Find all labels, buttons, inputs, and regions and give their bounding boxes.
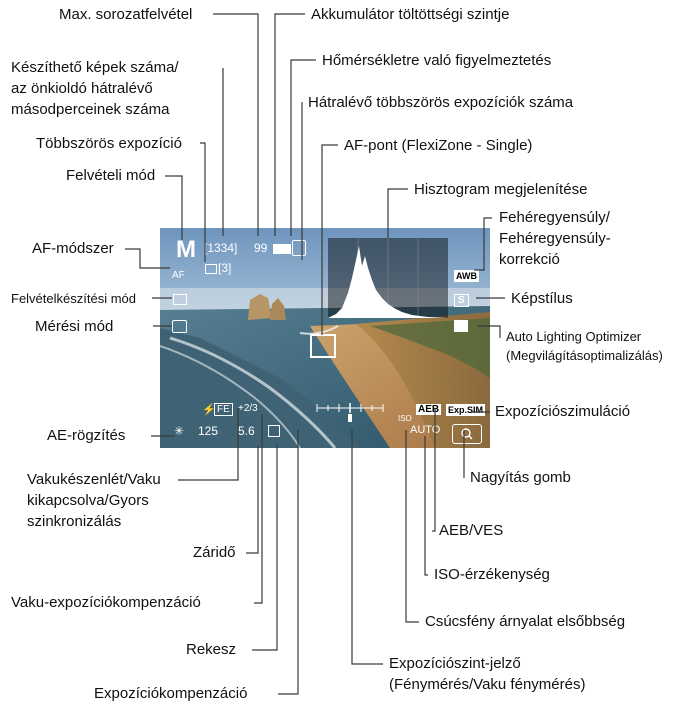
max-burst-value: 99 bbox=[254, 241, 268, 255]
drive-mode-icon bbox=[173, 294, 187, 305]
multi-exposure-remaining: [3] bbox=[218, 261, 232, 275]
label-magnify: Nagyítás gomb bbox=[470, 469, 571, 486]
label-exp-comp: Expozíciókompenzáció bbox=[94, 685, 248, 702]
aperture-value: 5.6 bbox=[238, 424, 255, 438]
label-aeb: AEB/VES bbox=[439, 522, 504, 539]
label-temp-warning: Hőmérsékletre való figyelmeztetés bbox=[322, 52, 552, 69]
white-balance-icon: AWB bbox=[454, 270, 479, 282]
magnify-icon bbox=[461, 428, 473, 440]
label-af-point: AF-pont (FlexiZone - Single) bbox=[344, 137, 533, 154]
label-flash-1: Vakukészenlét/Vaku bbox=[27, 471, 161, 488]
label-histogram: Hisztogram megjelenítése bbox=[414, 181, 588, 198]
label-multi-remaining: Hátralévő többszörös expozíciók száma bbox=[308, 94, 574, 111]
label-shutter: Záridő bbox=[193, 544, 236, 561]
af-method-icon: AF bbox=[172, 270, 185, 281]
af-point-frame bbox=[310, 334, 336, 358]
label-alo-2: (Megvilágításoptimalizálás) bbox=[506, 348, 663, 363]
metering-mode-icon bbox=[172, 320, 187, 333]
label-battery: Akkumulátor töltöttségi szintje bbox=[311, 6, 510, 23]
shots-remaining: [1334] bbox=[204, 241, 238, 255]
label-flash-comp: Vaku-expozíciókompenzáció bbox=[11, 594, 201, 611]
label-shooting-mode: Felvételi mód bbox=[66, 167, 156, 184]
label-aperture: Rekesz bbox=[186, 641, 237, 658]
battery-icon bbox=[273, 244, 291, 254]
shutter-speed-value: 125 bbox=[198, 424, 219, 438]
ae-lock-icon: ✳ bbox=[174, 424, 185, 438]
iso-value: AUTO bbox=[410, 424, 441, 436]
label-exp-sim: Expozíciószimuláció bbox=[495, 403, 631, 420]
label-drive-mode: Felvételkészítési mód bbox=[11, 291, 136, 306]
label-multi-exposure: Többszörös expozíció bbox=[36, 135, 182, 152]
label-flash-2: kikapcsolva/Gyors bbox=[27, 492, 149, 509]
landscape-photo bbox=[160, 228, 490, 448]
label-af-method: AF-módszer bbox=[32, 240, 114, 257]
label-picture-style: Képstílus bbox=[511, 290, 573, 307]
aeb-indicator: AEB bbox=[416, 404, 442, 415]
exposure-level-indicator bbox=[316, 403, 384, 422]
label-max-burst: Max. sorozatfelvétel bbox=[59, 6, 193, 23]
label-wb-2: Fehéregyensúly- bbox=[499, 230, 611, 247]
flash-ready-icon: ⚡ bbox=[202, 404, 216, 416]
label-alo-1: Auto Lighting Optimizer bbox=[506, 329, 642, 344]
histogram bbox=[328, 238, 448, 318]
temperature-warning-icon bbox=[292, 240, 306, 256]
label-metering: Mérési mód bbox=[35, 318, 114, 335]
magnify-button[interactable] bbox=[452, 424, 482, 444]
iso-label: ISO bbox=[398, 414, 412, 423]
flash-exposure-comp-value: +2/3 bbox=[238, 403, 258, 414]
label-shots-1: Készíthető képek száma/ bbox=[11, 59, 179, 76]
label-shots-3: másodperceinek száma bbox=[11, 101, 170, 118]
label-iso: ISO-érzékenység bbox=[434, 566, 550, 583]
label-meter-2: (Fénymérés/Vaku fénymérés) bbox=[389, 676, 586, 693]
exposure-comp-icon bbox=[268, 425, 280, 437]
label-ae-lock: AE-rögzítés bbox=[47, 427, 126, 444]
picture-style-icon: S bbox=[454, 294, 469, 307]
label-flash-3: szinkronizálás bbox=[27, 513, 122, 530]
label-wb-3: korrekció bbox=[499, 251, 560, 268]
label-highlight: Csúcsfény árnyalat elsőbbség bbox=[425, 613, 626, 630]
label-meter-1: Expozíciószint-jelző bbox=[389, 655, 521, 672]
auto-lighting-optimizer-icon bbox=[454, 320, 468, 332]
multi-exposure-icon bbox=[205, 264, 217, 274]
camera-lcd-screen: M [1334] 99 [3] AF AWB S ✳ 125 5.6 ⚡ FE … bbox=[160, 228, 490, 448]
shooting-mode-icon: M bbox=[176, 236, 196, 263]
label-shots-2: az önkioldó hátralévő bbox=[11, 80, 153, 97]
exposure-simulation-indicator: Exp.SIM bbox=[446, 404, 486, 416]
flash-exposure-comp-icon: FE bbox=[214, 403, 233, 416]
label-wb-1: Fehéregyensúly/ bbox=[499, 209, 610, 226]
